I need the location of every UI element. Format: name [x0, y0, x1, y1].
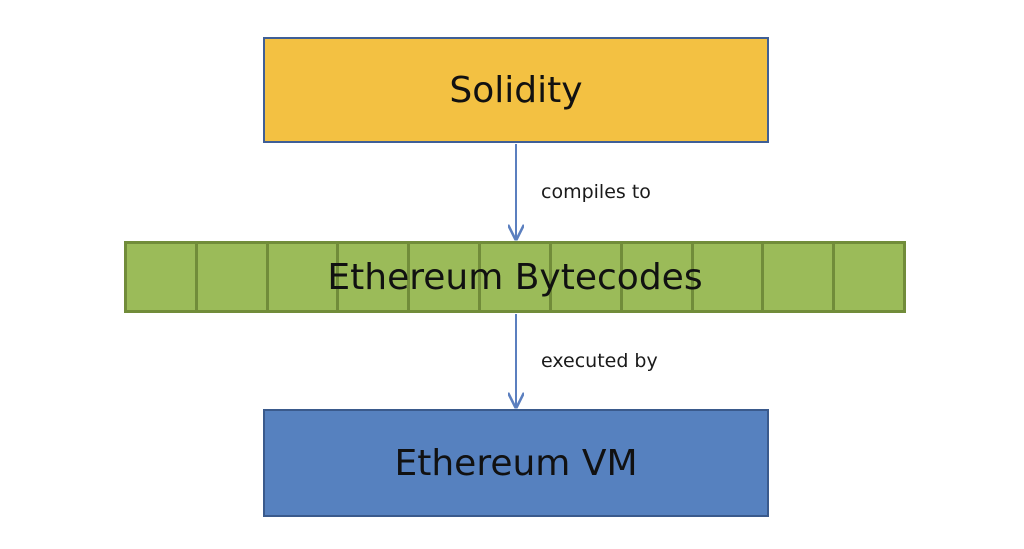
bytecode-cell: [552, 244, 623, 310]
solidity-label: Solidity: [449, 69, 583, 111]
bytecode-cell: [694, 244, 765, 310]
bytecode-cell: [339, 244, 411, 310]
bytecode-cell: [410, 244, 482, 310]
bytecode-cell: [198, 244, 269, 310]
bytecode-cell: [835, 244, 903, 310]
bytecode-cells: [127, 244, 903, 310]
bytecodes-node: Ethereum Bytecodes: [124, 241, 906, 313]
bytecode-cell: [481, 244, 552, 310]
bytecode-cell: [764, 244, 836, 310]
bytecode-cell: [127, 244, 198, 310]
bytecode-cell: [623, 244, 694, 310]
executed-by-label: executed by: [541, 350, 658, 372]
bytecode-cell: [269, 244, 340, 310]
ethereum-vm-label: Ethereum VM: [394, 442, 638, 484]
solidity-node: Solidity: [263, 37, 769, 143]
ethereum-vm-node: Ethereum VM: [263, 409, 769, 517]
compiles-to-label: compiles to: [541, 181, 651, 203]
